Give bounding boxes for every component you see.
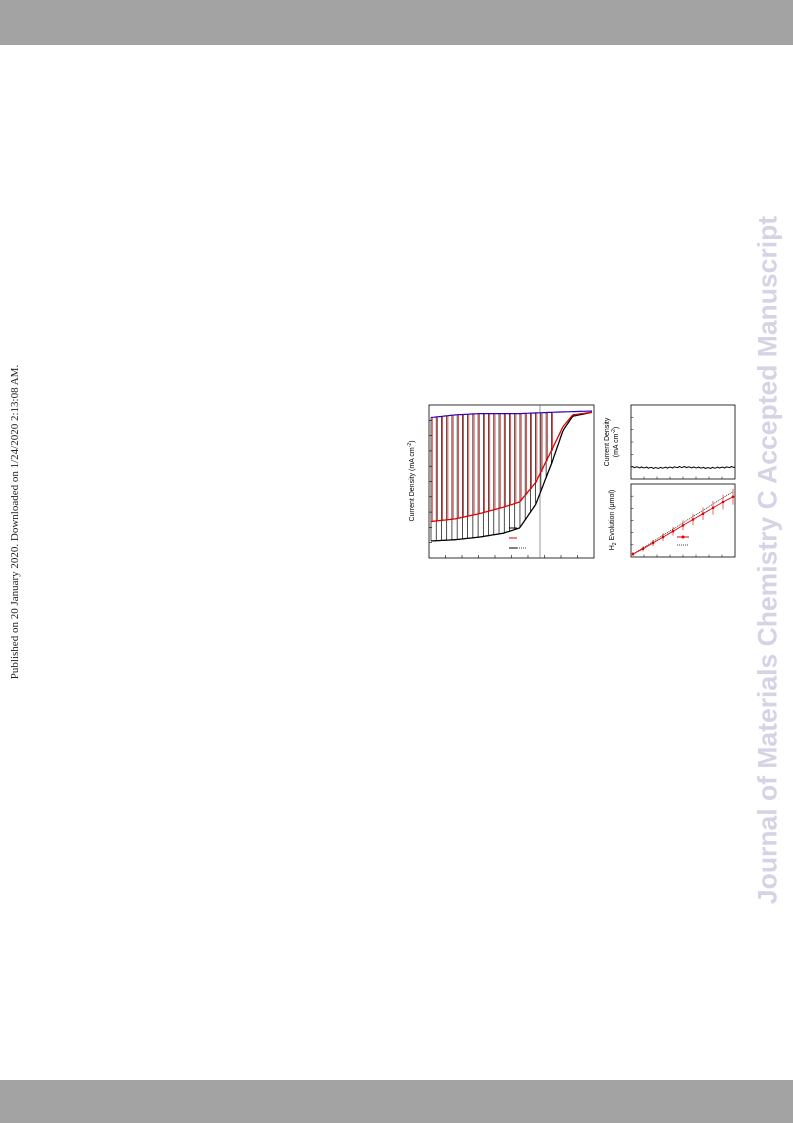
left-legend	[509, 527, 527, 549]
right-bottom-plot-ticks	[631, 495, 723, 557]
left-plot-frame	[428, 404, 595, 559]
measured-line	[632, 496, 734, 555]
left-plot-ylabel: Current Density (mA cm-2)	[407, 440, 416, 521]
right-bottom-legend	[677, 535, 689, 546]
right-bottom-plot: H2 Evolution (μmol)	[609, 483, 736, 558]
series-line-blue	[430, 410, 593, 419]
right-top-plot-ticks	[631, 417, 723, 479]
left-plot-series	[430, 410, 593, 542]
left-plot: Current Density (mA cm-2)	[407, 404, 595, 559]
series-line-black	[430, 411, 593, 542]
right-top-ylabel-line2: (mA cm-2)	[611, 427, 620, 458]
right-top-ylabel-line1: Current Density	[604, 417, 611, 466]
right-top-series	[630, 465, 736, 470]
right-bottom-series	[631, 488, 735, 556]
right-bottom-ylabel: H2 Evolution (μmol)	[609, 490, 618, 551]
right-top-plot: Current Density (mA cm-2)	[604, 404, 736, 480]
header-band	[0, 0, 793, 45]
series-line-red	[430, 411, 593, 523]
legend-measured-marker	[681, 535, 685, 539]
footer-band	[0, 1080, 793, 1123]
left-plot-ticks	[429, 419, 578, 558]
